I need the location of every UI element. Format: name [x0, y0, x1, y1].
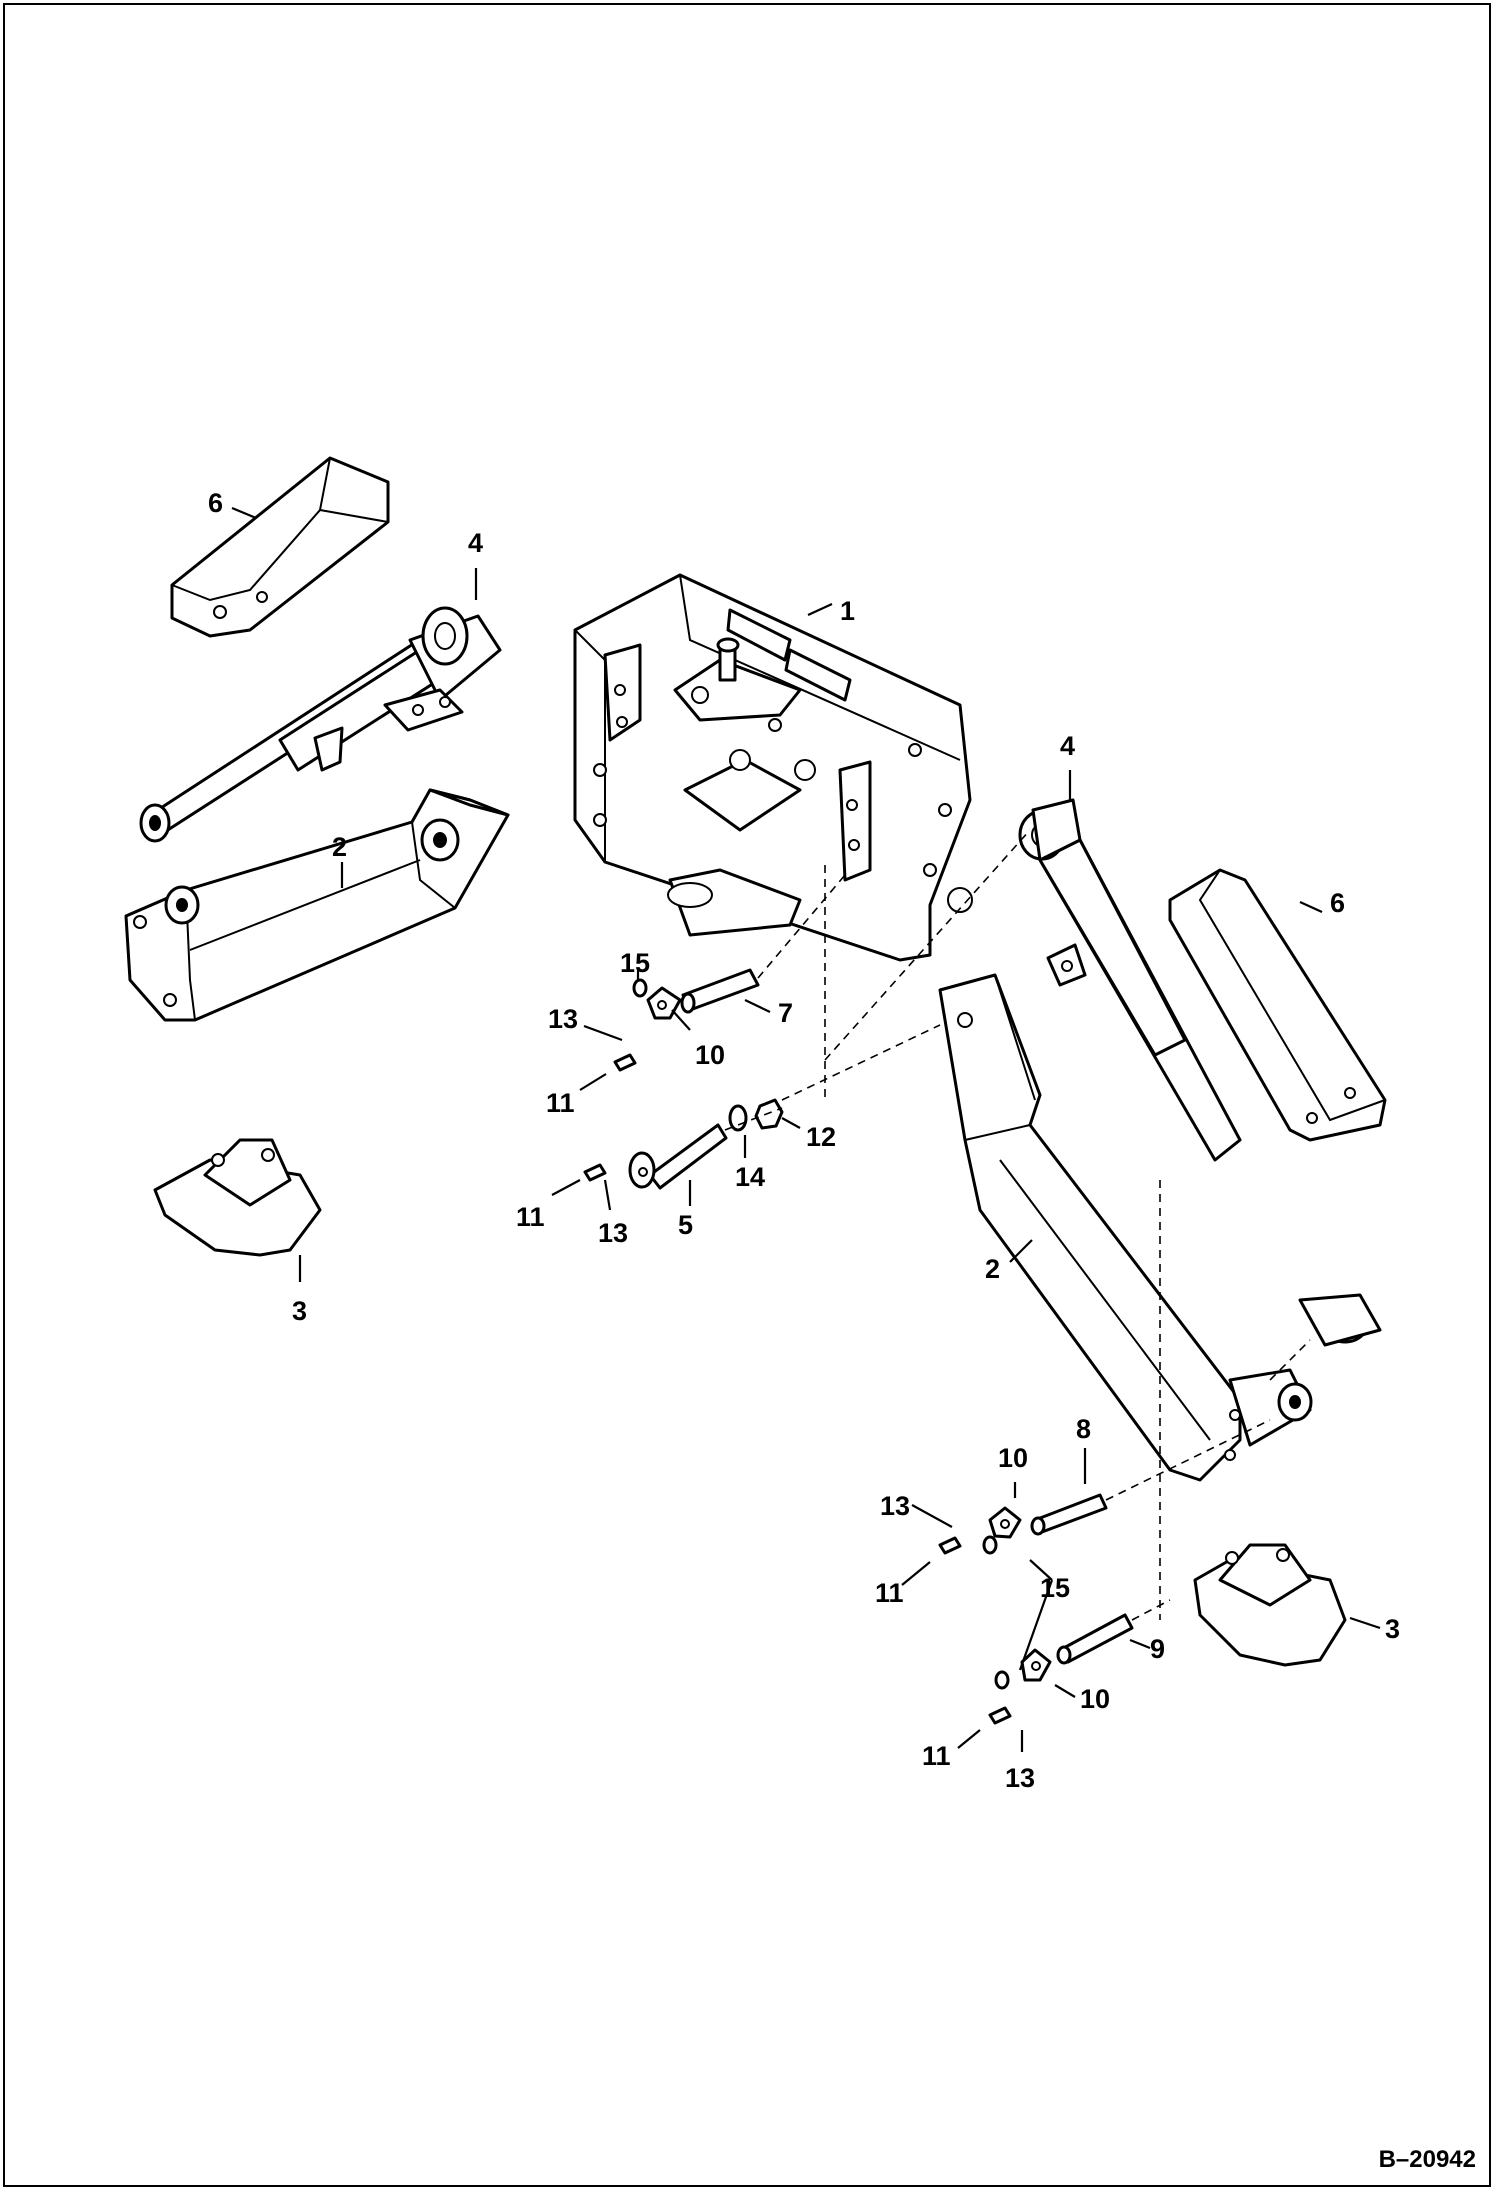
callout-15-lower: 15: [1040, 1573, 1070, 1603]
callout-3-left: 3: [292, 1296, 307, 1326]
base-bracket-left: [153, 1138, 322, 1257]
callout-8: 8: [1076, 1414, 1091, 1444]
nut-12: [754, 1098, 784, 1130]
callout-11-upper: 11: [546, 1088, 575, 1118]
callout-10-mid: 10: [998, 1443, 1028, 1473]
callout-2-right: 2: [985, 1254, 1000, 1284]
callout-11-right: 11: [875, 1578, 904, 1608]
callout-5: 5: [678, 1210, 693, 1240]
callout-10-upper: 10: [695, 1040, 725, 1070]
bolt-11-lower: [938, 1536, 1012, 1725]
callout-3-right: 3: [1385, 1614, 1400, 1644]
cover-left: [170, 456, 390, 638]
pin-8: [1030, 1493, 1108, 1536]
bolt-11-upper: [613, 1053, 637, 1072]
arm-right: [938, 973, 1313, 1482]
washer-15-lower: [982, 1535, 1010, 1690]
pin-5: [628, 1123, 728, 1190]
drawing-frame: [3, 3, 1491, 2187]
drawing-number: B–20942: [1378, 2146, 1476, 2173]
mount-frame: [573, 573, 973, 962]
callout-9: 9: [1150, 1634, 1165, 1664]
callout-13-lower: 13: [1005, 1763, 1035, 1793]
callout-11-mid: 11: [516, 1202, 545, 1232]
cylinder-left: [139, 606, 502, 843]
callout-4-left: 4: [468, 528, 483, 558]
callout-11-lower: 11: [922, 1741, 951, 1771]
washer-15-upper: [632, 978, 648, 998]
callout-13-mid: 13: [598, 1218, 628, 1248]
washer-14: [728, 1104, 748, 1132]
callout-12: 12: [806, 1122, 836, 1152]
cover-right: [1168, 868, 1387, 1142]
callouts: 6 4 1 4 6 2 15 13 10 7 11 12 14 11 13 5 …: [208, 488, 1400, 1793]
callout-1: 1: [840, 596, 855, 626]
callout-13-upper: 13: [548, 1004, 578, 1034]
pin-9: [1056, 1613, 1134, 1665]
callout-6-right: 6: [1330, 888, 1345, 918]
plate-10-mid: [988, 1506, 1022, 1539]
arm-left: [124, 788, 510, 1022]
callout-4-right: 4: [1060, 731, 1075, 761]
assembly-lines: [724, 829, 1311, 1621]
callout-7: 7: [778, 998, 793, 1028]
callout-10-lower: 10: [1080, 1684, 1110, 1714]
callout-2-left: 2: [332, 832, 347, 862]
leader-lines: [231, 506, 1381, 1752]
plate-10-lower: [1020, 1648, 1052, 1682]
callout-6-left: 6: [208, 488, 223, 518]
pin-7: [680, 968, 760, 1014]
callout-14: 14: [735, 1162, 765, 1192]
callout-13-right: 13: [880, 1491, 910, 1521]
bolt-11-mid: [583, 1163, 607, 1182]
base-bracket-right: [1193, 1543, 1347, 1667]
callout-15-upper: 15: [620, 948, 650, 978]
cylinder-right: [1018, 798, 1382, 1347]
